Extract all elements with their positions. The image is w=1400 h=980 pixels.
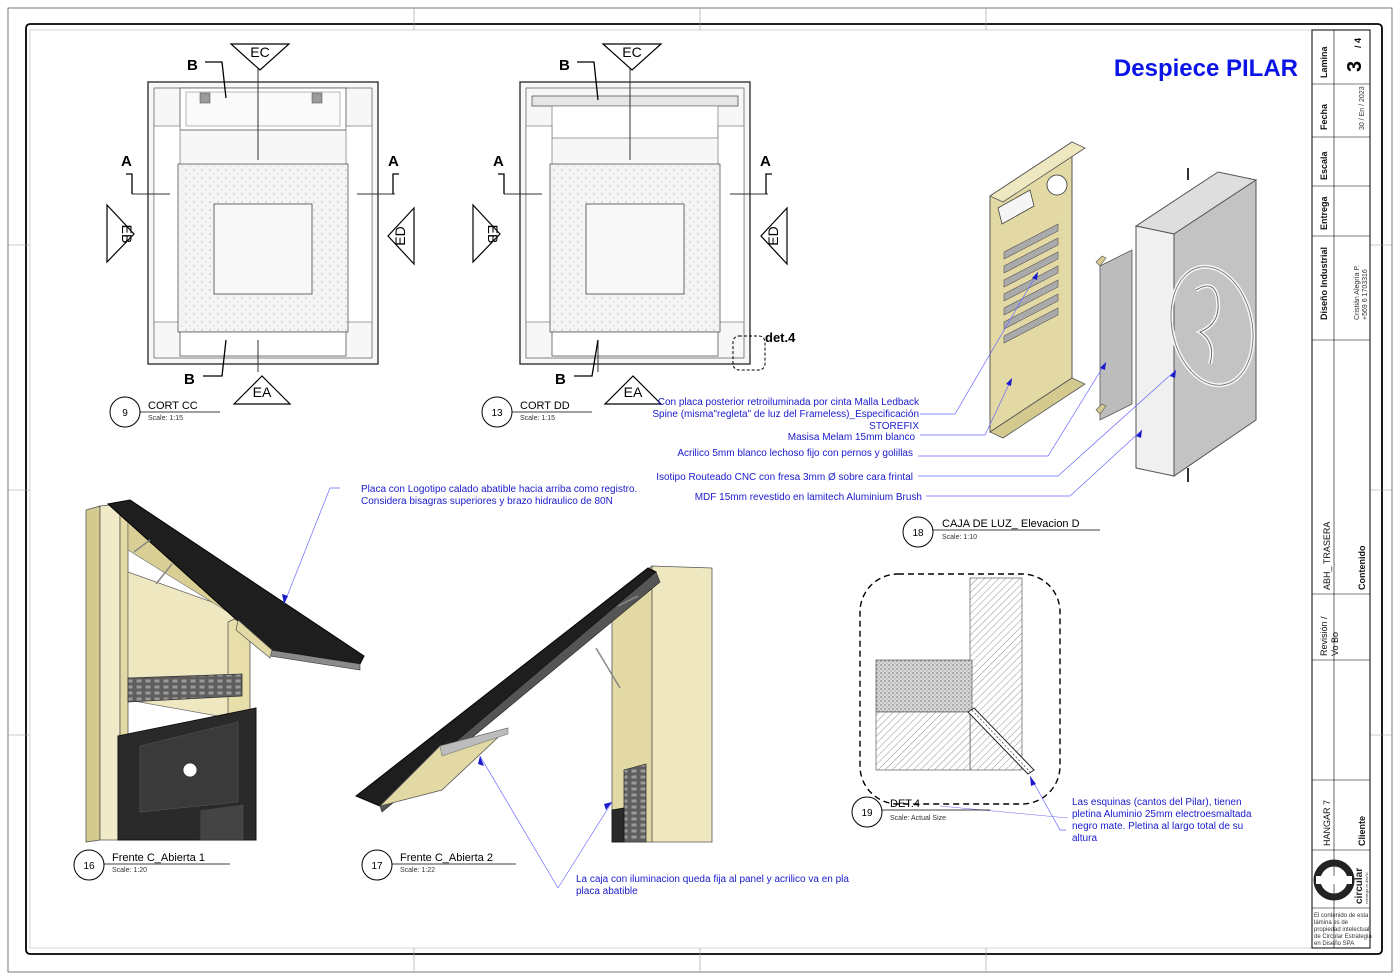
title-block: Lamina 3 / 4 Fecha 30 / En / 2023 Escala… [1311,29,1372,949]
marker-b-bottom-dd: B [555,371,566,388]
view-cort-dd: A A B B EC EA EB ED det.4 13 CORT DD Sca… [472,43,796,428]
svg-text:en Diseño SPA: en Diseño SPA [1314,941,1354,947]
note-esquinas-1: Las esquinas (cantos del Pilar), tienen [1072,797,1242,808]
tb-lamina-label: Lamina [1319,45,1329,78]
view-19-number: 19 [861,808,873,819]
view-18-title: CAJA DE LUZ_ Elevacion D [942,518,1080,530]
view-16-number: 16 [83,861,95,872]
marker-a-left: A [121,153,132,170]
logo-subtitle: estrategia en diseño [1365,872,1369,904]
marker-ed: ED [392,226,408,245]
marker-ec-dd: EC [622,44,641,60]
marker-ed-dd: ED [765,226,781,245]
note-esquinas-3: negro mate. Pletina al largo total de su [1072,821,1243,832]
tb-vobo-label: Vo Bo [1330,632,1340,656]
view-caja-de-luz: Con placa posterior retroiluminada por c… [652,141,1258,548]
marker-ea: EA [253,384,272,400]
svg-text:de Circular Estrategia: de Circular Estrategia [1314,934,1372,940]
tb-designer-phone: +569 6 1703316 [1362,269,1369,320]
svg-text:lámina es de: lámina es de [1314,920,1349,926]
view-cort-cc: A A B B EC EA EB ED 9 CORT CC Scale: 1:1… [106,43,415,428]
view-19-scale: Scale: Actual Size [890,815,946,822]
marker-b-top-dd: B [559,57,570,74]
tb-cliente-label: Cliente [1357,816,1367,846]
note-ledback-3: STOREFIX [869,421,919,432]
logo-wordmark: circular [1354,868,1365,904]
note-esquinas-2: pletina Aluminio 25mm electroesmaltada [1072,809,1252,820]
tb-entrega-label: Entrega [1319,195,1329,230]
view-19-title: DET.4 [890,798,920,810]
note-ledback-2: Spine (misma"regleta" de luz del Framele… [652,409,919,420]
tb-contenido-value: ABH_ TRASERA [1322,522,1332,590]
tb-fecha-label: Fecha [1319,103,1329,130]
marker-eb-dd: EB [485,225,501,244]
view-18-number: 18 [912,528,924,539]
view-18-scale: Scale: 1:10 [942,534,977,541]
note-caja-1: La caja con iluminacion queda fija al pa… [576,874,849,885]
svg-text:propiedad intelectual: propiedad intelectual [1314,927,1369,933]
marker-ec: EC [250,44,269,60]
note-esquinas-4: altura [1072,833,1097,844]
tb-fecha-value: 30 / En / 2023 [1359,86,1366,130]
tb-diseno-label: Diseño Industrial [1319,247,1329,320]
marker-eb: EB [119,225,135,244]
marker-a-right: A [388,153,399,170]
view-17-scale: Scale: 1:22 [400,867,435,874]
tb-contenido-label: Contenido [1357,545,1367,590]
note-acrilico: Acrilico 5mm blanco lechoso fijo con per… [677,448,913,459]
marker-a-left-dd: A [493,153,504,170]
marker-a-right-dd: A [760,153,771,170]
tb-lamina-number: 3 [1344,61,1366,72]
tb-designer-name: Cristián Alegría P. [1354,265,1361,320]
view-9-scale: Scale: 1:15 [148,415,183,422]
view-17-number: 17 [371,861,383,872]
det4-marker: det.4 [765,330,796,345]
svg-text:El contenido de esta: El contenido de esta [1314,913,1369,919]
note-placa-2: Considera bisagras superiores y brazo hi… [361,496,613,507]
view-13-number: 13 [491,408,503,419]
note-isotipo: Isotipo Routeado CNC con fresa 3mm Ø sob… [656,472,913,483]
view-9-title: CORT CC [148,400,198,412]
view-13-title: CORT DD [520,400,570,412]
view-16-title: Frente C_Abierta 1 [112,852,205,864]
view-13-scale: Scale: 1:15 [520,415,555,422]
tb-lamina-total: / 4 [1353,38,1363,48]
note-ledback-1: Con placa posterior retroiluminada por c… [658,397,920,408]
tb-escala-label: Escala [1319,150,1329,180]
note-mdf: MDF 15mm revestido en lamitech Aluminium… [695,492,922,503]
note-masisa: Masisa Melam 15mm blanco [788,432,916,443]
marker-b-bottom: B [184,371,195,388]
tb-revision-label: Revisión / [1319,616,1329,656]
view-9-number: 9 [122,408,128,419]
view-frente-abierta-1: Placa con Logotipo calado abatible hacia… [73,484,637,881]
copyright-note: El contenido de esta lámina es de propie… [1314,913,1372,947]
view-16-scale: Scale: 1:20 [112,867,147,874]
marker-ea-dd: EA [624,384,643,400]
marker-b-top: B [187,57,198,74]
view-frente-abierta-2: La caja con iluminacion queda fija al pa… [355,565,849,897]
note-caja-2: placa abatible [576,886,638,897]
tb-cliente-value: HANGAR 7 [1322,800,1332,846]
sheet-title: Despiece PILAR [1114,55,1298,82]
circular-logo: circular estrategia en diseño [1313,859,1369,904]
view-det-4: Las esquinas (cantos del Pilar), tienen … [851,573,1252,844]
view-17-title: Frente C_Abierta 2 [400,852,493,864]
note-placa-1: Placa con Logotipo calado abatible hacia… [361,484,637,495]
